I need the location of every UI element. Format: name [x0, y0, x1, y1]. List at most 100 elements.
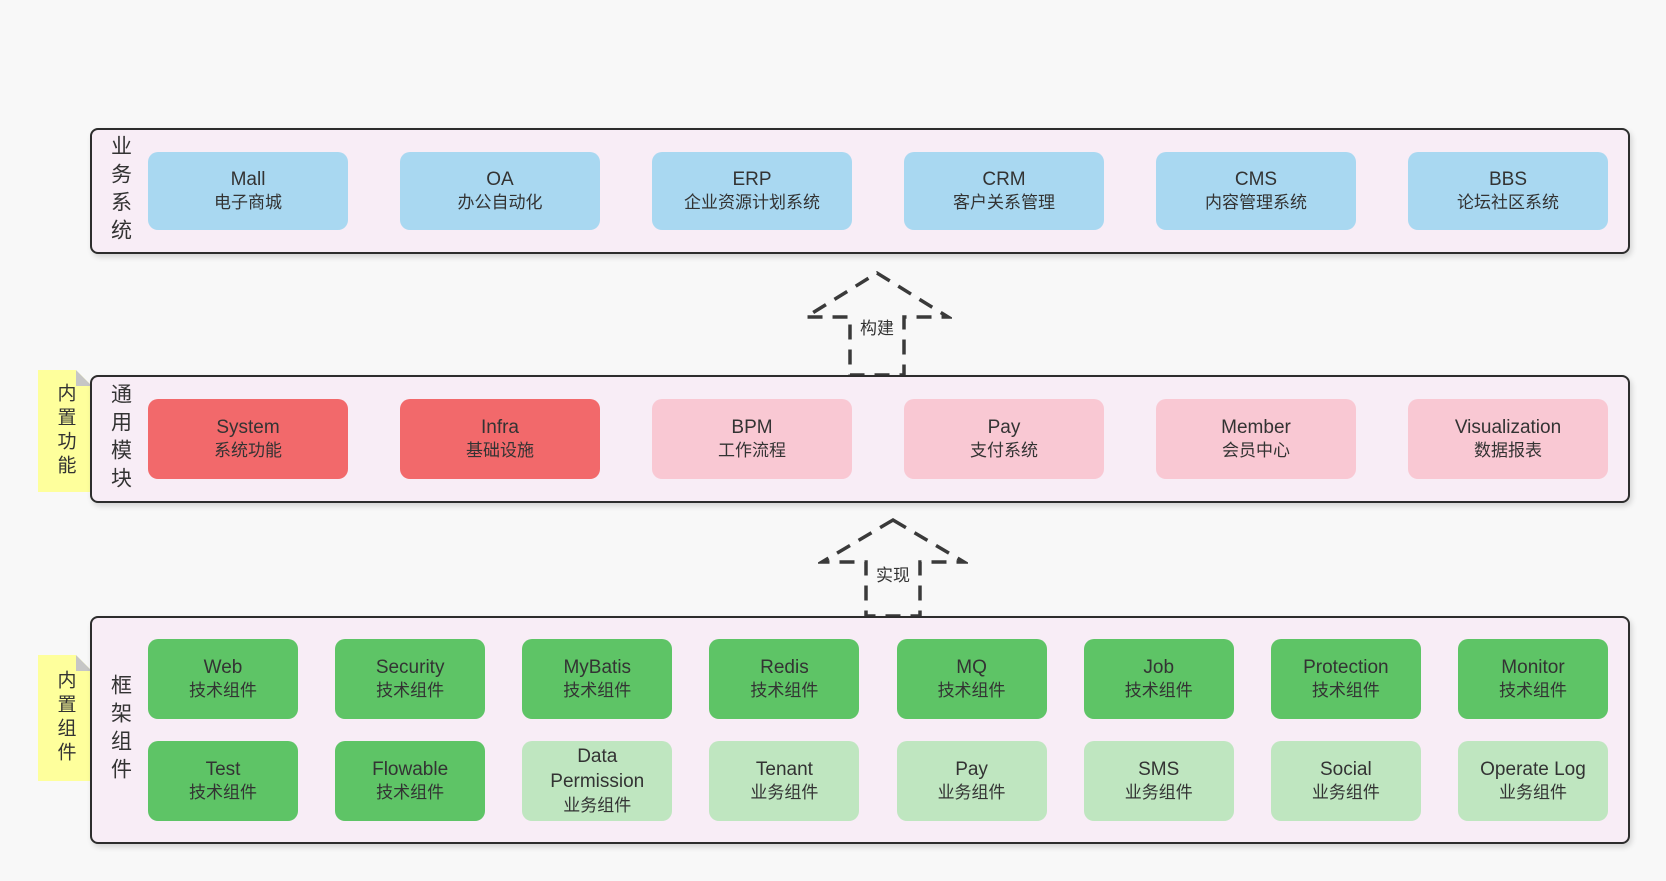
band-label-business-systems: 业务系统	[92, 130, 148, 252]
box-erp: ERP 企业资源计划系统	[652, 152, 852, 230]
box-subtitle: 业务组件	[563, 795, 632, 815]
box-row: Mall 电子商城 OA 办公自动化 ERP 企业资源计划系统 CRM 客户关系…	[148, 152, 1608, 230]
box-title: Pay	[987, 416, 1021, 438]
box-title: Test	[205, 758, 241, 780]
box-title: Security	[375, 656, 445, 678]
box-subtitle: 业务组件	[1498, 783, 1567, 803]
sticky-note-label: 内置组件	[54, 670, 76, 766]
sticky-note-built-in-features: 内置功能	[38, 370, 92, 492]
box-title: OA	[486, 168, 514, 190]
band-common-modules: 通用模块 System 系统功能 Infra 基础设施 BPM 工作流程 Pay…	[90, 375, 1630, 503]
box-title: Mall	[230, 168, 266, 190]
box-subtitle: 内容管理系统	[1205, 193, 1307, 213]
arrow-label-implement: 实现	[873, 561, 913, 586]
box-infra: Infra 基础设施	[400, 399, 600, 479]
box-subtitle: 技术组件	[937, 681, 1006, 701]
box-title: Operate Log	[1480, 758, 1586, 780]
band-framework-components: 框架组件 Web 技术组件 Security 技术组件 MyBatis 技术组件…	[90, 616, 1630, 844]
arrow-label-build: 构建	[857, 314, 897, 339]
box-row-tech: Web 技术组件 Security 技术组件 MyBatis 技术组件 Redi…	[148, 639, 1608, 719]
box-system: System 系统功能	[148, 399, 348, 479]
box-web: Web 技术组件	[148, 639, 298, 719]
box-title: Tenant	[755, 758, 813, 780]
sticky-note-built-in-components: 内置组件	[38, 655, 92, 781]
box-subtitle: 电子商城	[214, 193, 282, 213]
box-pay: Pay 支付系统	[904, 399, 1104, 479]
box-title: SMS	[1138, 758, 1180, 780]
box-title: CMS	[1234, 168, 1278, 190]
box-redis: Redis 技术组件	[709, 639, 860, 719]
box-cms: CMS 内容管理系统	[1156, 152, 1356, 230]
box-title: Pay	[955, 758, 988, 780]
box-title: Web	[203, 656, 243, 678]
box-mq: MQ 技术组件	[896, 639, 1047, 719]
box-subtitle: 技术组件	[1498, 681, 1567, 701]
band-label-text: 框架组件	[108, 674, 132, 786]
box-title: Redis	[760, 656, 809, 678]
box-subtitle: 客户关系管理	[953, 193, 1055, 213]
box-row-biz: Test 技术组件 Flowable 技术组件 Data Permission …	[148, 741, 1608, 821]
box-subtitle: 技术组件	[376, 783, 445, 803]
sticky-note-label: 内置功能	[54, 383, 76, 479]
box-subtitle: 业务组件	[750, 783, 819, 803]
band-content: System 系统功能 Infra 基础设施 BPM 工作流程 Pay 支付系统…	[148, 377, 1628, 501]
box-title: System	[216, 416, 280, 438]
box-title: Social	[1319, 758, 1372, 780]
box-subtitle: 技术组件	[376, 681, 445, 701]
box-subtitle: 工作流程	[718, 441, 786, 461]
band-label-text: 通用模块	[108, 383, 132, 495]
box-monitor: Monitor 技术组件	[1457, 639, 1608, 719]
box-test: Test 技术组件	[148, 741, 298, 821]
box-job: Job 技术组件	[1083, 639, 1234, 719]
box-title: BPM	[731, 416, 773, 438]
band-business-systems: 业务系统 Mall 电子商城 OA 办公自动化 ERP 企业资源计划系统 CRM…	[90, 128, 1630, 254]
box-row: System 系统功能 Infra 基础设施 BPM 工作流程 Pay 支付系统…	[148, 399, 1608, 479]
box-title: MQ	[956, 656, 987, 678]
box-title: ERP	[732, 168, 772, 190]
box-subtitle: 论坛社区系统	[1457, 193, 1559, 213]
box-title: Data Permission	[550, 746, 645, 792]
box-subtitle: 基础设施	[466, 441, 534, 461]
box-title: Member	[1221, 416, 1291, 438]
box-sms: SMS 业务组件	[1083, 741, 1234, 821]
box-pay-biz: Pay 业务组件	[896, 741, 1047, 821]
box-subtitle: 支付系统	[970, 441, 1038, 461]
box-data-permission: Data Permission 业务组件	[522, 741, 673, 821]
box-subtitle: 业务组件	[1311, 783, 1380, 803]
box-subtitle: 业务组件	[937, 783, 1006, 803]
band-label-text: 业务系统	[108, 135, 132, 247]
dashed-up-arrow-icon	[802, 270, 952, 375]
box-protection: Protection 技术组件	[1270, 639, 1421, 719]
box-subtitle: 办公自动化	[457, 193, 543, 213]
box-bbs: BBS 论坛社区系统	[1408, 152, 1608, 230]
box-security: Security 技术组件	[335, 639, 486, 719]
box-visualization: Visualization 数据报表	[1408, 399, 1608, 479]
box-crm: CRM 客户关系管理	[904, 152, 1104, 230]
band-content: Mall 电子商城 OA 办公自动化 ERP 企业资源计划系统 CRM 客户关系…	[148, 130, 1628, 252]
band-label-common-modules: 通用模块	[92, 377, 148, 501]
box-title: Infra	[480, 416, 520, 438]
box-member: Member 会员中心	[1156, 399, 1356, 479]
box-operate-log: Operate Log 业务组件	[1457, 741, 1608, 821]
arrow-up-implement: 实现	[818, 517, 968, 616]
box-oa: OA 办公自动化	[400, 152, 600, 230]
box-subtitle: 技术组件	[1124, 681, 1193, 701]
box-subtitle: 业务组件	[1124, 783, 1193, 803]
box-subtitle: 技术组件	[563, 681, 632, 701]
box-flowable: Flowable 技术组件	[335, 741, 486, 821]
band-label-framework-components: 框架组件	[92, 618, 148, 842]
box-title: Visualization	[1454, 416, 1562, 438]
box-title: Job	[1143, 656, 1175, 678]
box-title: MyBatis	[563, 656, 632, 678]
box-subtitle: 会员中心	[1222, 441, 1290, 461]
box-subtitle: 技术组件	[1311, 681, 1380, 701]
box-tenant: Tenant 业务组件	[709, 741, 860, 821]
box-mybatis: MyBatis 技术组件	[522, 639, 673, 719]
dashed-up-arrow-icon	[818, 517, 968, 616]
band-content: Web 技术组件 Security 技术组件 MyBatis 技术组件 Redi…	[148, 618, 1628, 842]
box-subtitle: 技术组件	[750, 681, 819, 701]
box-title: Protection	[1303, 656, 1389, 678]
arrow-up-build: 构建	[802, 270, 952, 375]
box-bpm: BPM 工作流程	[652, 399, 852, 479]
box-subtitle: 系统功能	[214, 441, 282, 461]
